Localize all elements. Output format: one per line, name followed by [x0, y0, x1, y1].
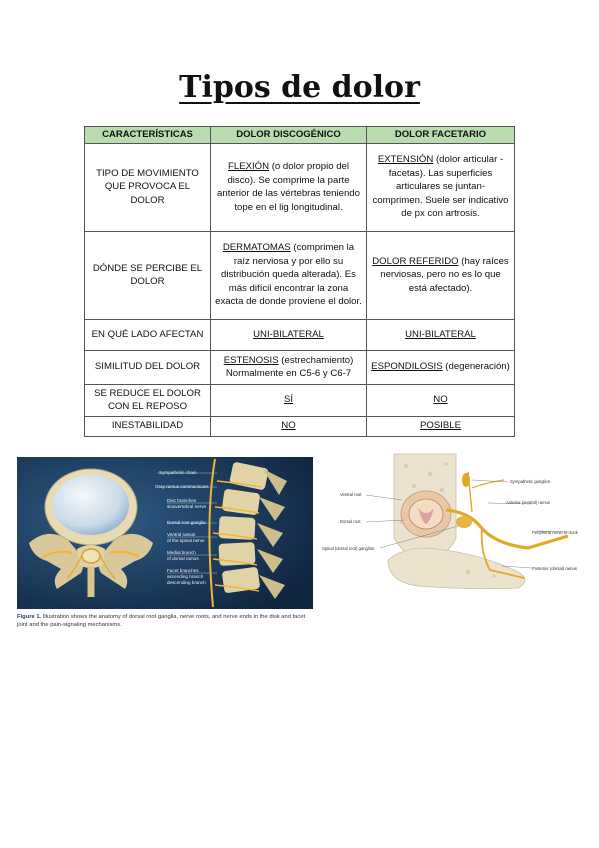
spine-lateral-view: [208, 458, 287, 608]
caption-text: Illustration shows the anatomy of dorsal…: [17, 614, 306, 628]
page-title: Tipos de dolor: [179, 70, 420, 105]
row-label: TIPO DE MOVIMIENTO QUE PROVOCA EL DOLOR: [84, 142, 211, 232]
label-gray-ramus: Gray ramus communicans: [155, 484, 209, 489]
pain-comparison-table: CARACTERÍSTICAS DOLOR DISCOGÉNICO DOLOR …: [84, 126, 515, 437]
illustration-labels: Sympathetic chain Gray ramus communicans…: [155, 470, 209, 585]
dorsal-root-ganglion-node: [456, 516, 472, 528]
label-facet-descending: descending branch: [167, 580, 206, 585]
table-row: DÓNDE SE PERCIBE EL DOLOR DERMATOMAS (co…: [84, 230, 515, 320]
facet-keyword: DOLOR REFERIDO: [372, 255, 459, 267]
disc-keyword: FLEXIÓN: [227, 160, 270, 172]
table-header-row: CARACTERÍSTICAS DOLOR DISCOGÉNICO DOLOR …: [84, 126, 515, 144]
disc-keyword: SÍ: [283, 394, 294, 406]
label-ventral-ramus-sub: of the spinal nerve: [167, 538, 205, 543]
column-header: CARACTERÍSTICAS: [84, 126, 211, 144]
facet-text: (hay raíces nerviosas, pero no es lo que…: [380, 255, 509, 294]
caption-label: Figure 1.: [17, 614, 42, 620]
facet-keyword: ESPONDILOSIS: [371, 361, 443, 373]
label-sympathetic-chain: Sympathetic chain: [159, 470, 197, 475]
column-header: DOLOR DISCOGÉNICO: [210, 126, 367, 144]
row-label: EN QUÉ LADO AFECTAN: [84, 318, 211, 351]
facet-keyword: POSIBLE: [419, 420, 462, 432]
disc-keyword: ESTENOSIS: [223, 354, 279, 366]
spinal-cord: [400, 490, 452, 538]
facet-keyword: UNI-BILATERAL: [405, 328, 476, 340]
disc-keyword: DERMATOMAS: [222, 242, 291, 254]
diagram-leader-lines: [365, 479, 569, 569]
label-disc-branches-sub: sinuvertebral nerve: [167, 504, 207, 509]
disc-text: (o dolor propio del disco). Se comprime …: [217, 160, 360, 213]
facet-cell: UNI-BILATERAL: [366, 318, 515, 351]
disc-cell: NO: [210, 415, 367, 437]
vertebra-axial-view: [29, 468, 153, 597]
sympathetic-ganglion-node: [462, 473, 470, 487]
label-medial-branch: Medial branch: [167, 550, 196, 555]
facet-keyword: NO: [433, 394, 448, 406]
figure-caption: Figure 1. Illustration shows the anatomy…: [17, 613, 317, 629]
spine-nerve-illustration: Sympathetic chain Gray ramus communicans…: [17, 457, 313, 609]
label-peripheral-nerve: Peripheral nerve to trunk: [532, 530, 579, 535]
disc-text: (comprimen la raíz nerviosa y por ello s…: [215, 242, 362, 308]
disc-cell: FLEXIÓN (o dolor propio del disco). Se c…: [210, 142, 367, 232]
label-disc-branches: Disc branches: [167, 498, 197, 503]
facet-cell: EXTENSIÓN (dolor articular - facetas). L…: [366, 142, 515, 232]
diagram-labels: Sympathetic ganglion Anterior (ventral) …: [322, 479, 579, 571]
table-row: SE REDUCE EL DOLOR CON EL REPOSO SÍ NO: [84, 383, 515, 417]
row-label: SE REDUCE EL DOLOR CON EL REPOSO: [84, 383, 211, 417]
disc-text: (estrechamiento) Normalmente en C5-6 y C…: [225, 354, 354, 380]
label-dorsal-root-ganglia: Dorsal root ganglia: [167, 520, 206, 525]
table-row: EN QUÉ LADO AFECTAN UNI-BILATERAL UNI-BI…: [84, 318, 515, 351]
row-label: DÓNDE SE PERCIBE EL DOLOR: [84, 230, 211, 320]
spine-nerve-svg: Sympathetic chain Gray ramus communicans…: [17, 457, 313, 609]
facet-cell: DOLOR REFERIDO (hay raíces nerviosas, pe…: [366, 230, 515, 320]
label-ventral-ramus: Ventral ramus: [167, 532, 196, 537]
disc-cell: ESTENOSIS (estrechamiento) Normalmente e…: [210, 349, 367, 385]
label-posterior-ramus: Posterior (dorsal) ramus: [532, 566, 577, 571]
spinal-nerve-svg: Sympathetic ganglion Anterior (ventral) …: [322, 453, 579, 590]
facet-text: (degeneración): [442, 361, 510, 373]
label-dorsal-root: Dorsal root: [340, 519, 361, 524]
column-header: DOLOR FACETARIO: [366, 126, 515, 144]
disc-cell: DERMATOMAS (comprimen la raíz nerviosa y…: [210, 230, 367, 320]
row-label: INESTABILIDAD: [84, 415, 211, 437]
disc-keyword: UNI-BILATERAL: [253, 328, 324, 340]
facet-cell: ESPONDILOSIS (degeneración): [366, 349, 515, 385]
spinal-nerve-diagram: Sympathetic ganglion Anterior (ventral) …: [318, 452, 590, 592]
label-ventral-root: Ventral root: [340, 492, 362, 497]
facet-keyword: EXTENSIÓN: [377, 154, 434, 166]
label-spinal-ganglion: Spinal (dorsal root) ganglion: [322, 546, 375, 551]
label-leader-lines: [157, 472, 217, 574]
facet-cell: POSIBLE: [366, 415, 515, 437]
table-row: INESTABILIDAD NO POSIBLE: [84, 415, 515, 437]
disc-cell: UNI-BILATERAL: [210, 318, 367, 351]
label-facet-branches: Facet branches: [167, 568, 199, 573]
table-row: SIMILITUD DEL DOLOR ESTENOSIS (estrecham…: [84, 349, 515, 385]
label-sympathetic-ganglion: Sympathetic ganglion: [510, 479, 551, 484]
disc-keyword: NO: [281, 420, 296, 432]
facet-cell: NO: [366, 383, 515, 417]
label-medial-branch-sub: of dorsal ramus: [167, 556, 199, 561]
facet-text: (dolor articular - facetas). Las superfi…: [372, 154, 509, 220]
label-facet-ascending: ascending branch: [167, 574, 204, 579]
disc-cell: SÍ: [210, 383, 367, 417]
label-anterior-ramus: Anterior (ventral) ramus: [506, 500, 550, 505]
row-label: SIMILITUD DEL DOLOR: [84, 349, 211, 385]
table-row: TIPO DE MOVIMIENTO QUE PROVOCA EL DOLOR …: [84, 142, 515, 232]
